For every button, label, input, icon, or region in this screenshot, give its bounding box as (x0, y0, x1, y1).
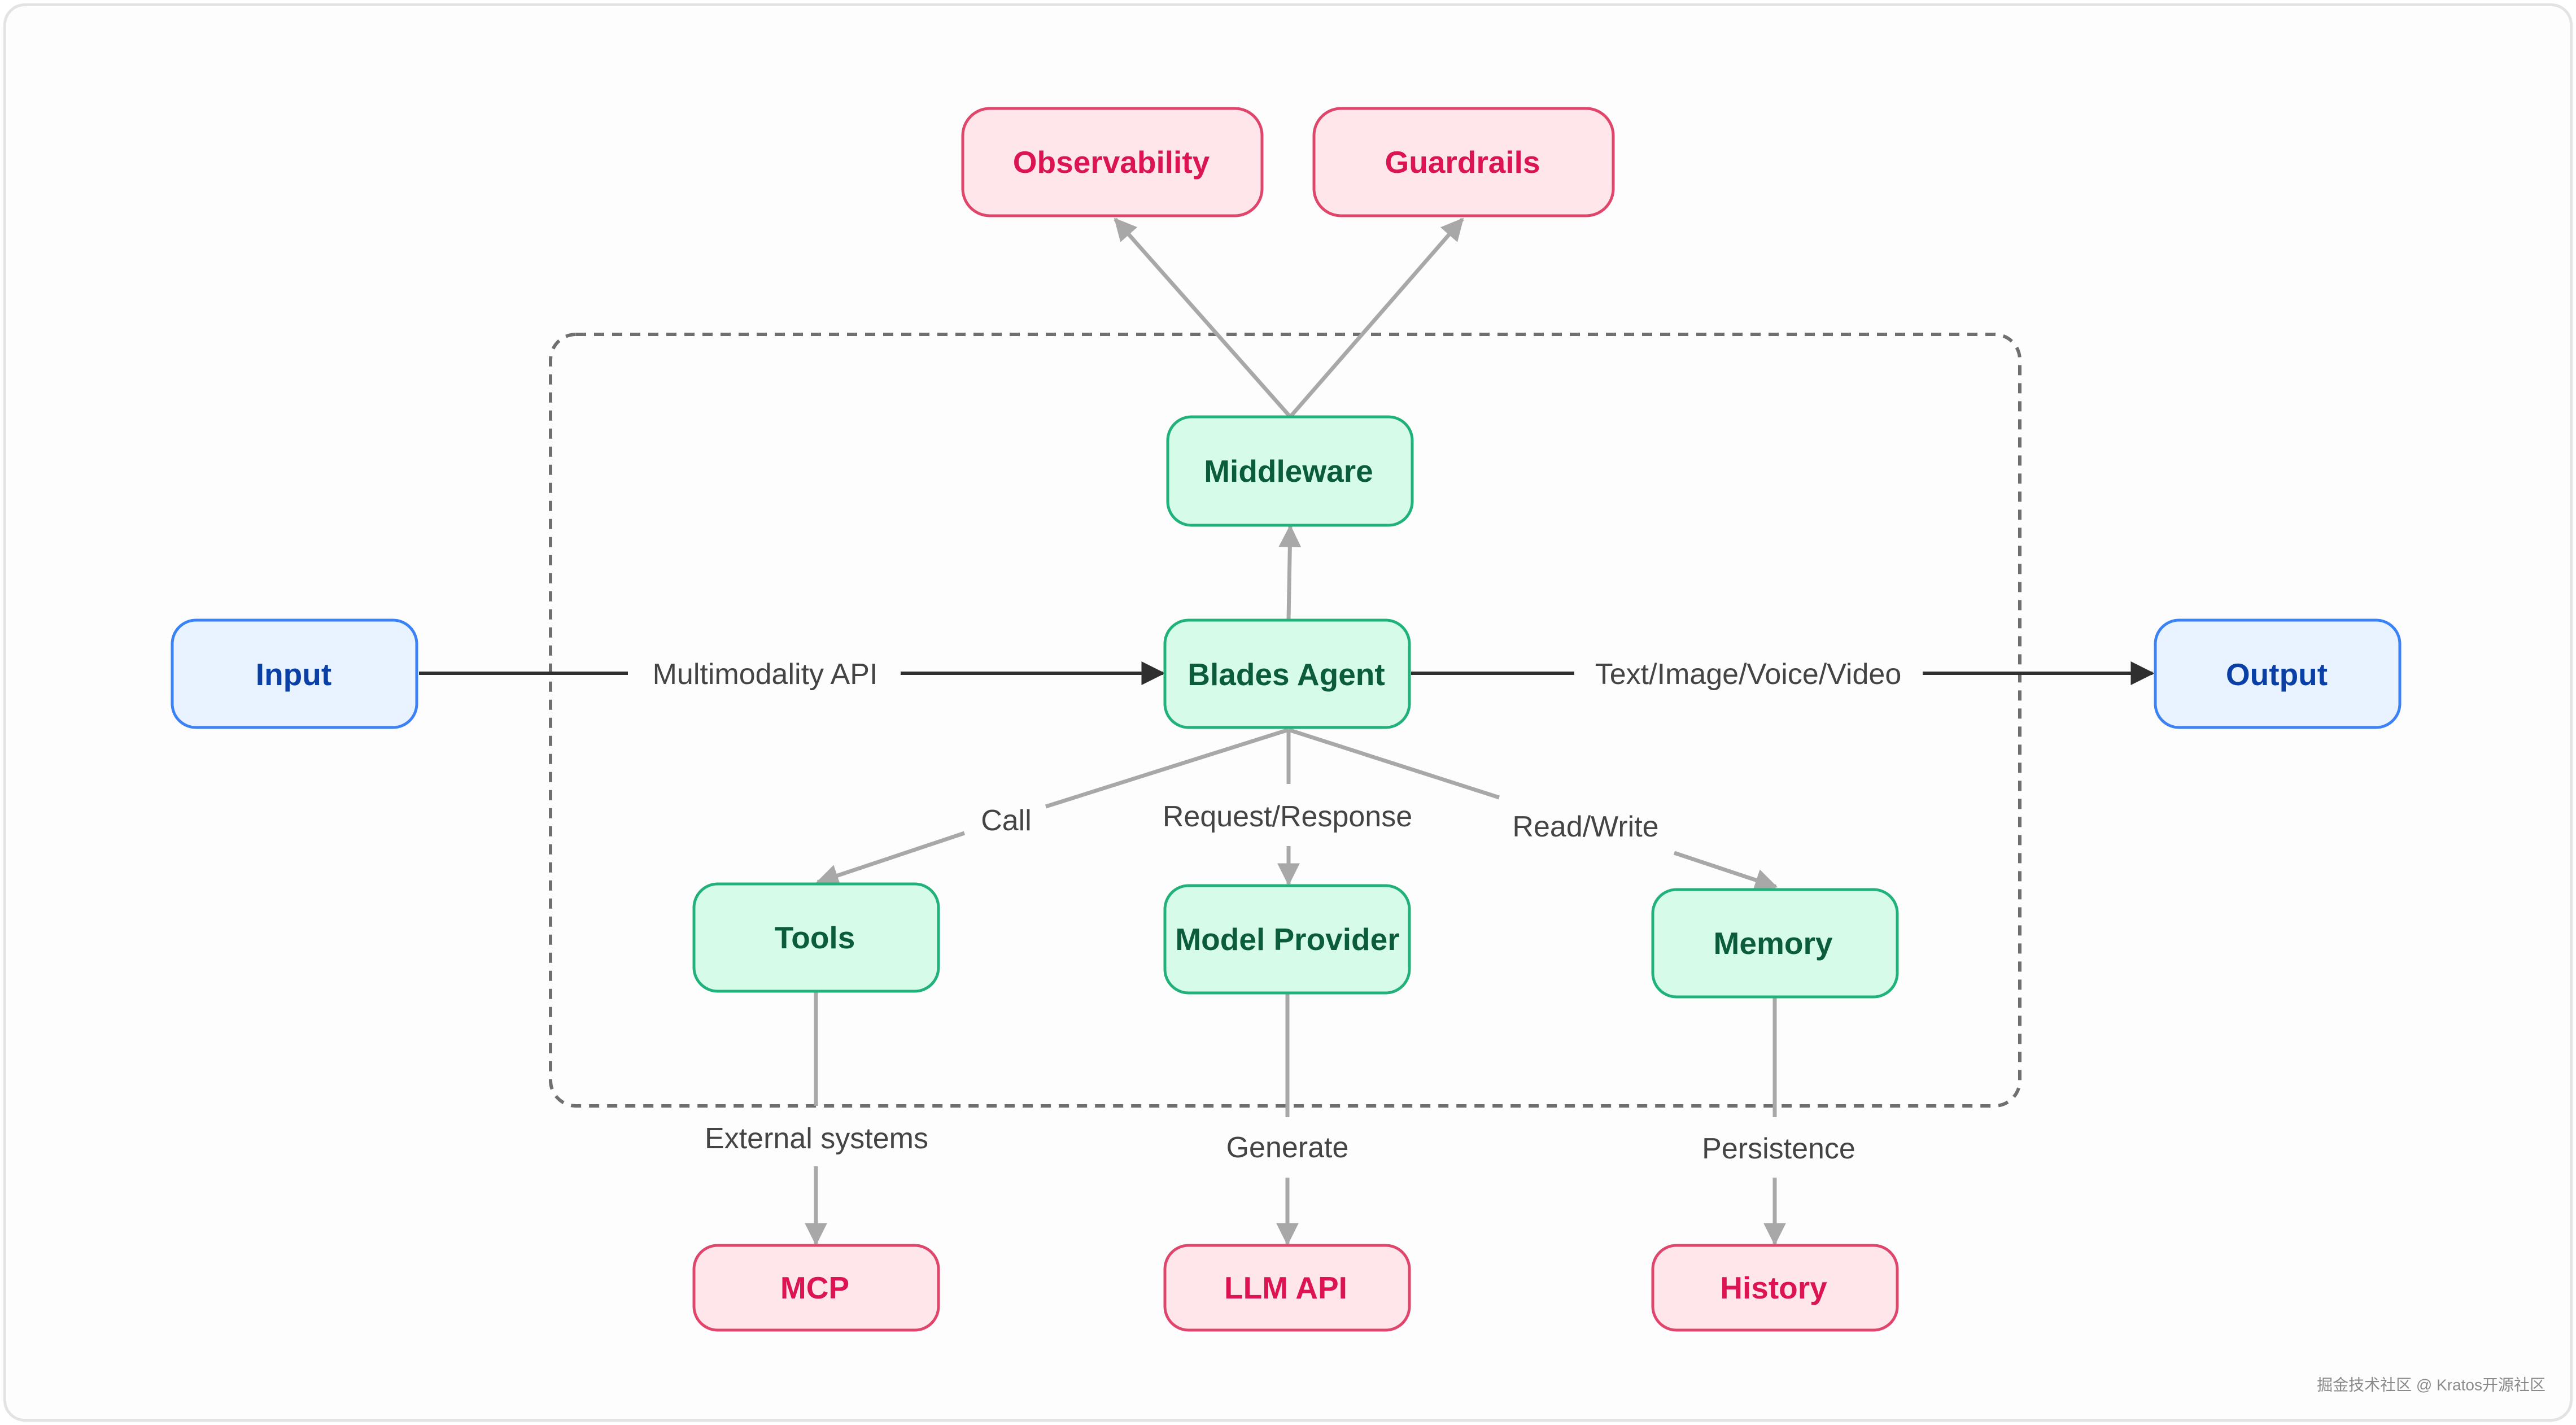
edge-label-read-write: Read/Write (1512, 810, 1658, 843)
node-observability-label: Observability (1013, 145, 1210, 180)
edge-label-persistence: Persistence (1702, 1132, 1855, 1165)
agent-boundary (549, 333, 2021, 1108)
node-guardrails-label: Guardrails (1385, 145, 1540, 180)
node-output[interactable]: Output (2154, 618, 2402, 729)
node-memory-label: Memory (1714, 926, 1833, 961)
edge-middleware-observability (1114, 217, 1292, 419)
edge-label-external-systems: External systems (705, 1122, 928, 1155)
edge-agent-memory-a (1287, 727, 1500, 800)
node-input-label: Input (256, 657, 331, 692)
edge-middleware-guardrails (1289, 217, 1464, 419)
node-blades-agent-label: Blades Agent (1187, 657, 1385, 692)
node-output-label: Output (2226, 657, 2328, 692)
watermark-text: 掘金技术社区 @ Kratos开源社区 (2317, 1376, 2546, 1394)
node-memory[interactable]: Memory (1651, 888, 1899, 999)
node-input[interactable]: Input (171, 618, 418, 729)
edge-label-multimodality-api: Multimodality API (653, 658, 878, 691)
edge-label-generate: Generate (1226, 1131, 1349, 1164)
node-blades-agent[interactable]: Blades Agent (1163, 618, 1411, 729)
edge-agent-middleware (1278, 524, 1302, 620)
node-llm-api[interactable]: LLM API (1163, 1244, 1411, 1332)
node-middleware-label: Middleware (1204, 454, 1373, 489)
node-mcp-label: MCP (780, 1270, 849, 1305)
node-history[interactable]: History (1651, 1244, 1899, 1332)
node-model-provider[interactable]: Model Provider (1163, 884, 1411, 995)
edge-label-call: Call (981, 804, 1032, 837)
node-model-provider-label: Model Provider (1175, 922, 1399, 957)
edge-label-text-image-voice-video: Text/Image/Voice/Video (1595, 658, 1902, 691)
node-guardrails[interactable]: Guardrails (1312, 107, 1615, 217)
edge-agent-tools-b (815, 831, 966, 887)
node-history-label: History (1720, 1270, 1827, 1305)
node-observability[interactable]: Observability (961, 107, 1264, 217)
node-mcp[interactable]: MCP (692, 1244, 940, 1332)
node-tools[interactable]: Tools (692, 882, 940, 993)
node-middleware[interactable]: Middleware (1166, 415, 1414, 527)
node-llm-api-label: LLM API (1224, 1270, 1347, 1305)
edge-label-request-response: Request/Response (1163, 800, 1412, 833)
edge-agent-tools-a (1045, 727, 1290, 809)
node-tools-label: Tools (775, 920, 855, 955)
edge-agent-memory-b (1673, 851, 1778, 891)
